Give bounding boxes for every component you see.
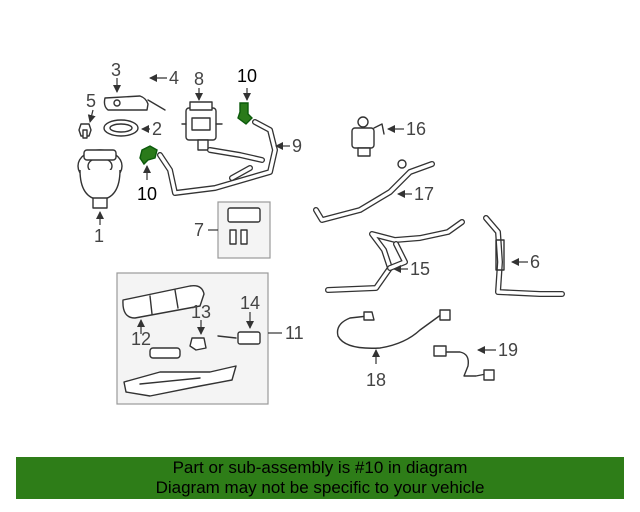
- callout-10-upper: 10: [237, 66, 257, 86]
- part-6-pipe: [483, 215, 565, 297]
- part-7-sensor: [227, 207, 261, 245]
- banner-background: [16, 457, 624, 499]
- part-10-connector-lower: [139, 145, 158, 166]
- callout-5: 5: [86, 91, 96, 111]
- part-9-vacuum-harness: [157, 119, 278, 196]
- callout-14: 14: [240, 293, 260, 313]
- part-17-pipe: [313, 159, 435, 223]
- part-3-adapter: [103, 95, 166, 111]
- part-18-sensor-wire: [336, 309, 451, 349]
- part-8-solenoid: [181, 101, 223, 151]
- callout-12: 12: [131, 329, 151, 349]
- callout-2: 2: [152, 119, 162, 139]
- callout-3: 3: [111, 60, 121, 80]
- part-12-canister: [122, 284, 205, 319]
- callout-16: 16: [406, 119, 426, 139]
- callout-11: 11: [285, 323, 304, 343]
- callout-1: 1: [94, 226, 104, 246]
- part-13-valve: [189, 337, 207, 351]
- callout-6: 6: [530, 252, 540, 272]
- callout-19: 19: [498, 340, 518, 360]
- callout-7: 7: [194, 220, 204, 240]
- part-1-egr-valve: [77, 149, 123, 209]
- part-5-bolt: [78, 123, 92, 139]
- callout-8: 8: [194, 69, 204, 89]
- part-19-sensor-wire: [433, 345, 495, 381]
- part-16-valve: [351, 116, 385, 157]
- callout-10-lower: 10: [137, 184, 157, 204]
- part-11-bracket: [123, 365, 237, 397]
- callout-9: 9: [292, 136, 302, 156]
- banner-line-1: Part or sub-assembly is #10 in diagram: [172, 458, 468, 477]
- callout-4: 4: [169, 68, 179, 88]
- callout-15: 15: [410, 259, 430, 279]
- part-14-sensor: [217, 331, 261, 345]
- callout-17: 17: [414, 184, 434, 204]
- callout-13: 13: [191, 302, 211, 322]
- banner-line-2: Diagram may not be specific to your vehi…: [155, 478, 485, 497]
- part-15-pipe: [325, 219, 465, 293]
- part-2-gasket: [103, 119, 139, 137]
- callout-18: 18: [366, 370, 386, 390]
- part-12-filter: [149, 347, 181, 359]
- part-10-connector-upper: [237, 102, 253, 125]
- part-info-banner: Part or sub-assembly is #10 in diagram D…: [16, 457, 624, 499]
